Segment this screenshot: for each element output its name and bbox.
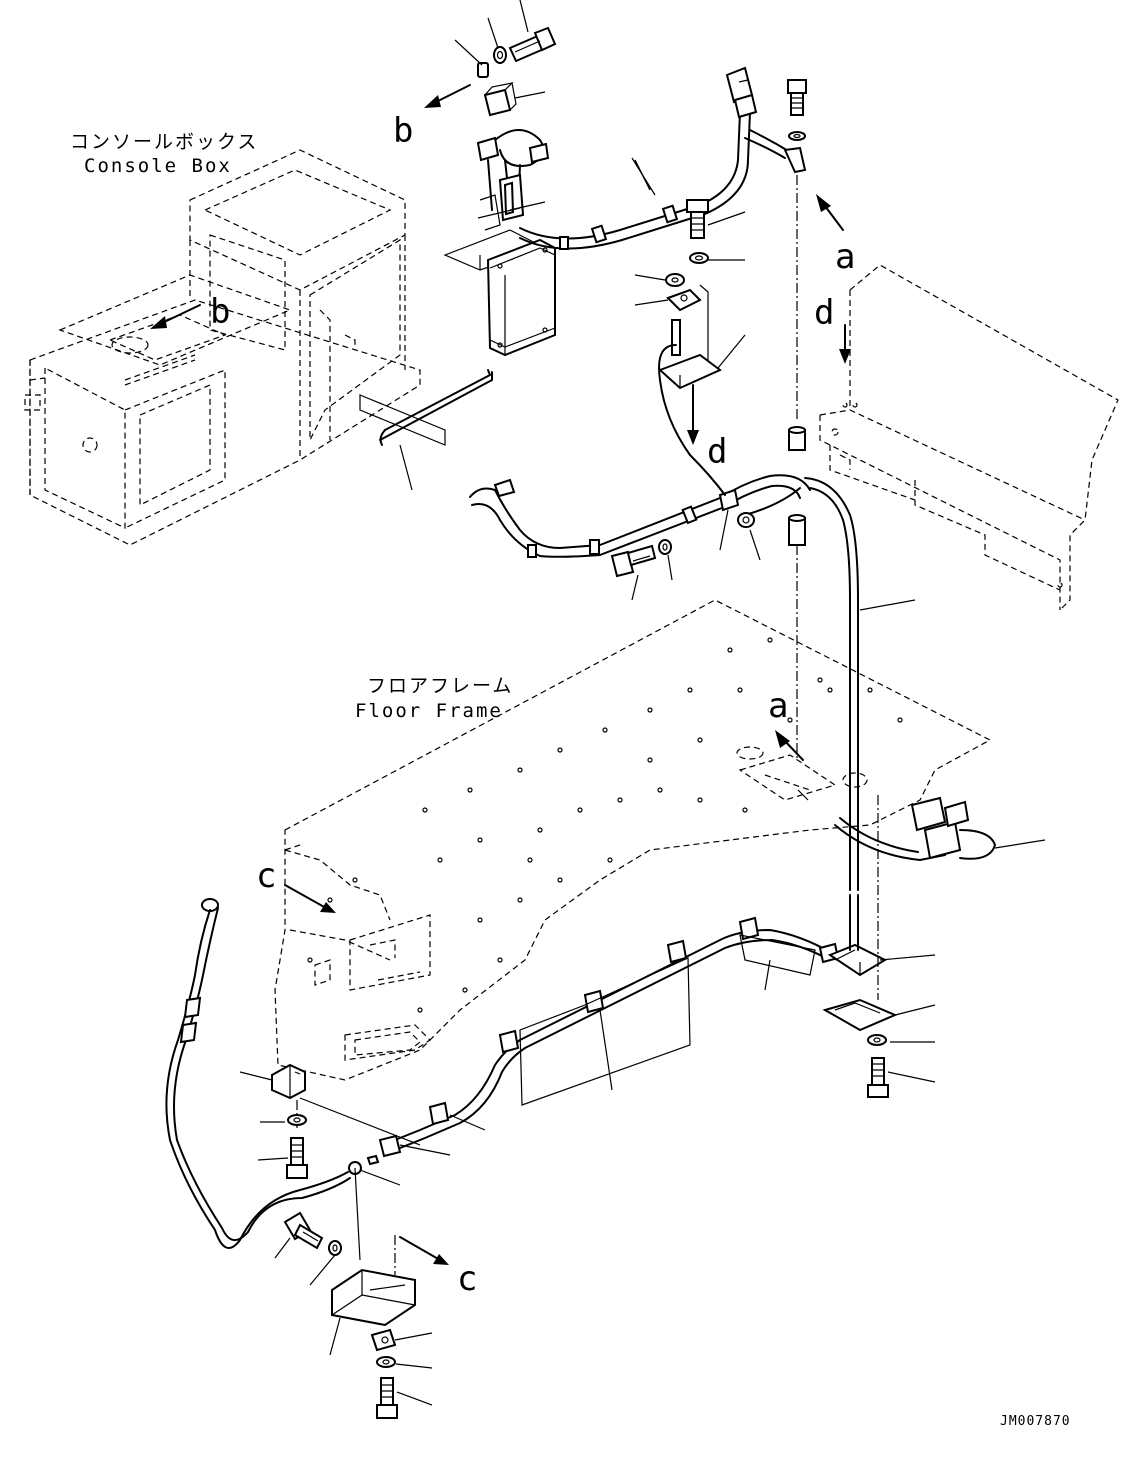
view-arrow-b-console: [150, 304, 201, 329]
bolt-top-left: [508, 26, 557, 63]
console-box: [24, 149, 421, 546]
view-marker-a-top: a: [835, 237, 855, 277]
right-connector: [834, 796, 1046, 861]
drawing-code: JM007870: [1000, 1414, 1071, 1429]
long-cable: [804, 477, 916, 891]
upper-harness: [519, 66, 807, 250]
bolt-top-right: [787, 79, 807, 141]
middle-harness: [469, 454, 811, 601]
top-hardware-group: b: [393, 0, 557, 357]
floor-frame: [274, 599, 992, 1081]
floor-caption-jp: フロアフレーム: [367, 675, 513, 697]
hook-rod: [359, 369, 493, 491]
console-caption-jp: コンソールボックス: [70, 131, 258, 153]
view-marker-b-top: b: [393, 111, 413, 151]
bracket-hardware: d: [634, 199, 746, 472]
left-bracket: [239, 1063, 421, 1179]
view-marker-c-bottom: c: [457, 1259, 477, 1299]
view-marker-b-console: b: [210, 292, 230, 332]
bottom-left-hardware: c: [274, 1211, 477, 1419]
view-marker-a-floor: a: [768, 686, 788, 726]
view-marker-d-right: d: [814, 293, 834, 333]
left-sensor-cable: [165, 898, 401, 1261]
floor-caption-en: Floor Frame: [355, 700, 503, 722]
right-bracket: [822, 795, 936, 1098]
right-panel: d: [814, 264, 1119, 611]
view-marker-d-mid: d: [707, 432, 727, 472]
bottom-harness: [378, 916, 840, 1158]
console-caption-en: Console Box: [84, 155, 232, 177]
view-marker-c-floor: c: [256, 856, 276, 896]
